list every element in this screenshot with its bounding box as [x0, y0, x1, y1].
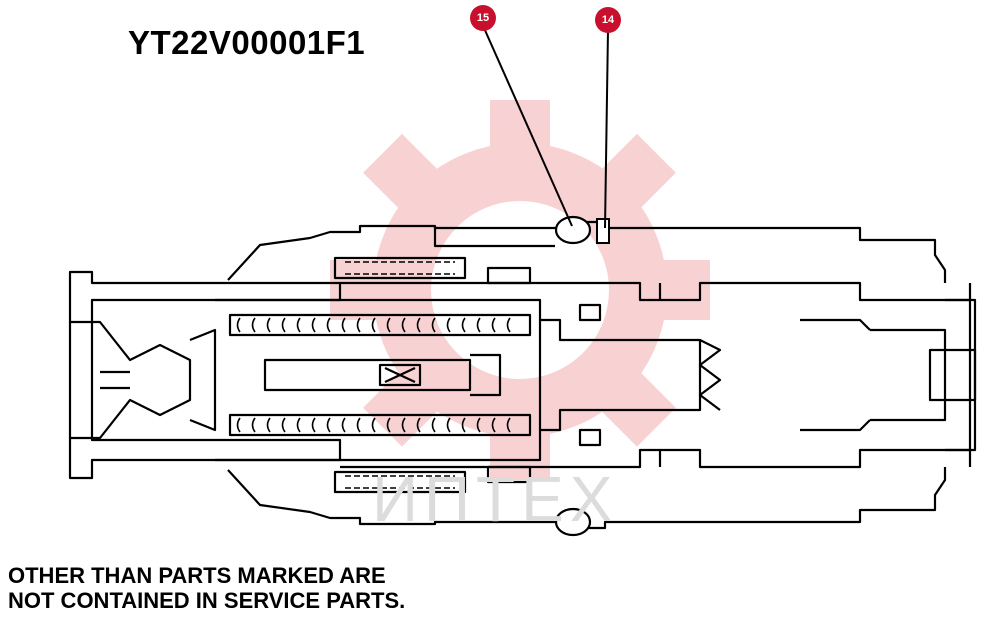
leader-line-14 — [604, 29, 609, 229]
note-line-1: OTHER THAN PARTS MARKED ARE — [8, 563, 386, 588]
callout-badge-15[interactable]: 15 — [470, 5, 496, 31]
callout-badge-14[interactable]: 14 — [595, 7, 621, 33]
spring-upper — [236, 317, 511, 333]
watermark-gear-logo — [330, 100, 710, 480]
spring-lower — [236, 417, 511, 433]
end-cap-groove — [70, 320, 192, 440]
backup-ring-part-14 — [596, 218, 610, 244]
o-ring-lower — [554, 507, 592, 537]
poppet — [263, 358, 472, 392]
spool — [538, 318, 702, 432]
note-line-2: NOT CONTAINED IN SERVICE PARTS. — [8, 588, 406, 613]
o-ring-part-15 — [554, 215, 592, 245]
leader-line-15 — [483, 27, 573, 227]
part-code-label: YT22V00001F1 — [128, 24, 366, 61]
service-parts-note: OTHER THAN PARTS MARKED ARE NOT CONTAINE… — [8, 563, 405, 613]
watermark-text: ИПТЕХ — [372, 463, 619, 535]
end-cap — [68, 270, 342, 480]
